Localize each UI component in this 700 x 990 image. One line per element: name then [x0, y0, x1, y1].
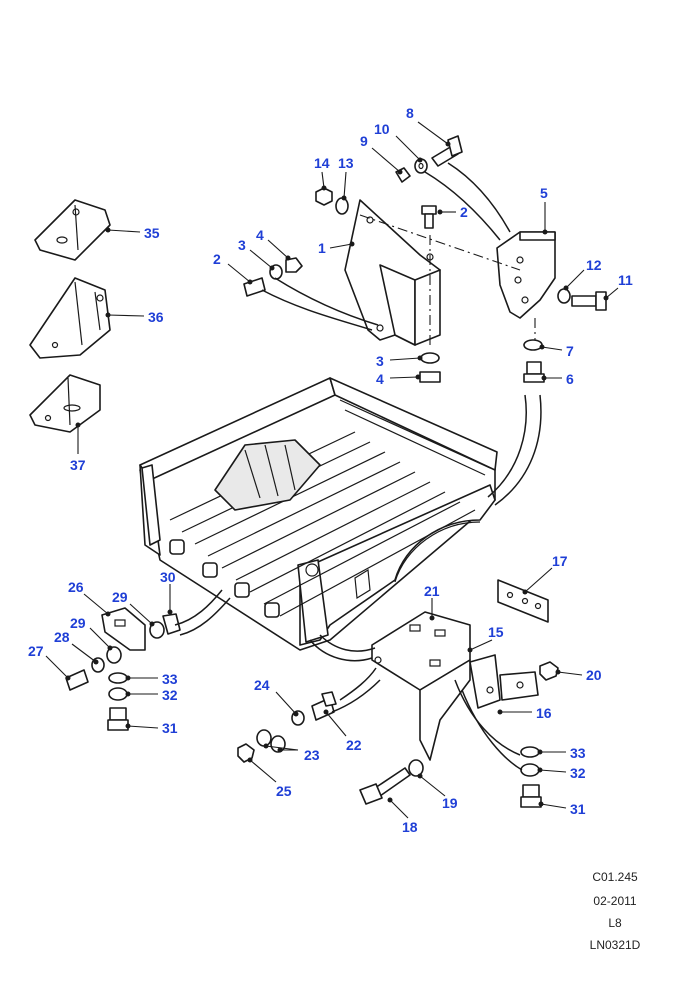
- diagram-date: 02-2011: [593, 894, 637, 908]
- callout-4-bottom: 4: [376, 371, 384, 387]
- callout-17: 17: [552, 553, 568, 569]
- callout-25: 25: [276, 783, 292, 799]
- body-mount-bracket-1: [344, 199, 441, 346]
- callout-31-left: 31: [162, 720, 178, 736]
- callout-21: 21: [424, 583, 440, 599]
- callout-19: 19: [442, 795, 458, 811]
- callout-33-left: 33: [162, 671, 178, 687]
- strap-plate-17: [497, 579, 549, 623]
- callout-28: 28: [54, 629, 70, 645]
- callout-3-left: 3: [238, 237, 246, 253]
- callout-7: 7: [566, 343, 574, 359]
- chassis-bracket-5: [496, 231, 556, 319]
- callout-4-left: 4: [256, 227, 264, 243]
- callout-6: 6: [566, 371, 574, 387]
- callout-2-left: 2: [213, 251, 221, 267]
- callout-33-right: 33: [570, 745, 586, 761]
- callout-20: 20: [586, 667, 602, 683]
- hinge-15-16: [469, 654, 539, 709]
- callout-31-right: 31: [570, 801, 586, 817]
- diagram-level: L8: [608, 916, 622, 930]
- callout-8: 8: [406, 105, 414, 121]
- bed-floor-ribs: [169, 431, 476, 617]
- callout-27: 27: [28, 643, 44, 659]
- callout-3-bottom: 3: [376, 353, 384, 369]
- callout-29-left: 29: [70, 615, 86, 631]
- bed-crossmembers: [169, 539, 280, 618]
- callout-11: 11: [618, 272, 633, 288]
- callout-35: 35: [144, 225, 160, 241]
- bracket-37: [29, 374, 101, 433]
- callout-18: 18: [402, 819, 418, 835]
- callout-15: 15: [488, 624, 504, 640]
- callout-9: 9: [360, 133, 368, 149]
- callout-1: 1: [318, 240, 326, 256]
- callout-5: 5: [540, 185, 548, 201]
- callout-24: 24: [254, 677, 270, 693]
- pickup-bed: [139, 377, 498, 651]
- hinge-bracket-21: [371, 611, 471, 761]
- callout-14: 14: [314, 155, 330, 171]
- callout-37: 37: [70, 457, 86, 473]
- callout-30: 30: [160, 569, 176, 585]
- callout-32-right: 32: [570, 765, 586, 781]
- bracket-36: [29, 277, 111, 359]
- bracket-35: [34, 199, 111, 261]
- callout-29-right: 29: [112, 589, 128, 605]
- callout-26: 26: [68, 579, 84, 595]
- diagram-reference: LN0321D: [589, 938, 641, 952]
- callout-labels: 1 2 2 3 4 3 4 5 6 7 8 9 10: [28, 105, 633, 835]
- diagram-code: C01.245: [592, 870, 638, 884]
- callout-2-upper: 2: [460, 204, 468, 220]
- callout-32-left: 32: [162, 687, 178, 703]
- callout-12: 12: [586, 257, 602, 273]
- rear-left-bracket-26: [101, 607, 146, 651]
- callout-13: 13: [338, 155, 354, 171]
- callout-36: 36: [148, 309, 164, 325]
- callout-22: 22: [346, 737, 362, 753]
- callout-16: 16: [536, 705, 552, 721]
- callout-23: 23: [304, 747, 320, 763]
- callout-10: 10: [374, 121, 390, 137]
